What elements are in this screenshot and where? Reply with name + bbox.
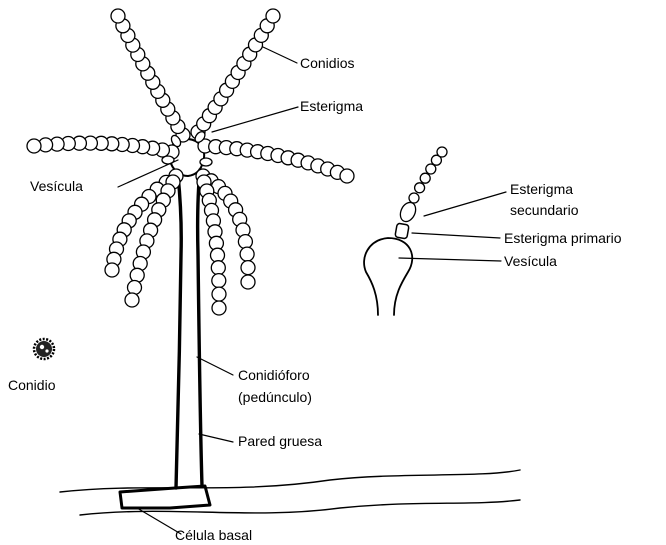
conidium: [241, 261, 255, 275]
conidium: [125, 293, 139, 307]
label-conidioforo: Conidióforo: [238, 367, 310, 383]
conidium: [409, 193, 419, 203]
label-esterigma-secundario-line1: Esterigma: [510, 181, 573, 197]
label-conidio: Conidio: [8, 377, 56, 393]
label-pedunculo: (pedúnculo): [238, 389, 312, 405]
conidium: [212, 287, 226, 301]
detail-vesicle: [364, 200, 419, 315]
conidium: [437, 147, 447, 157]
conidiophore-stalk: [176, 170, 202, 488]
label-conidios: Conidios: [300, 55, 354, 71]
conidium: [211, 261, 225, 275]
conidium: [212, 274, 226, 288]
basal-cell: [120, 486, 210, 508]
label-esterigma-secundario-line2: secundario: [510, 202, 579, 218]
label-vesicula: Vesícula: [30, 178, 83, 194]
label-esterigma-primario: Esterigma primario: [504, 230, 622, 246]
conidium: [105, 263, 119, 277]
conidium: [340, 169, 354, 183]
isolated-conidium: [34, 339, 54, 359]
conidium: [27, 139, 41, 153]
conidium: [128, 281, 142, 295]
conidium: [240, 247, 254, 261]
conidium: [212, 301, 226, 315]
label-vesicula-detail: Vesícula: [504, 253, 557, 269]
detail-conidia-chain: [409, 147, 447, 203]
label-esterigma: Esterigma: [300, 98, 363, 114]
conidium: [241, 275, 255, 289]
conidium: [266, 9, 280, 23]
conidium: [111, 9, 125, 23]
label-celula-basal: Célula basal: [175, 527, 252, 543]
conidium: [415, 183, 425, 193]
conidium: [426, 164, 436, 174]
conidium: [420, 173, 430, 183]
conidium: [238, 235, 252, 249]
label-pared-gruesa: Pared gruesa: [238, 433, 322, 449]
